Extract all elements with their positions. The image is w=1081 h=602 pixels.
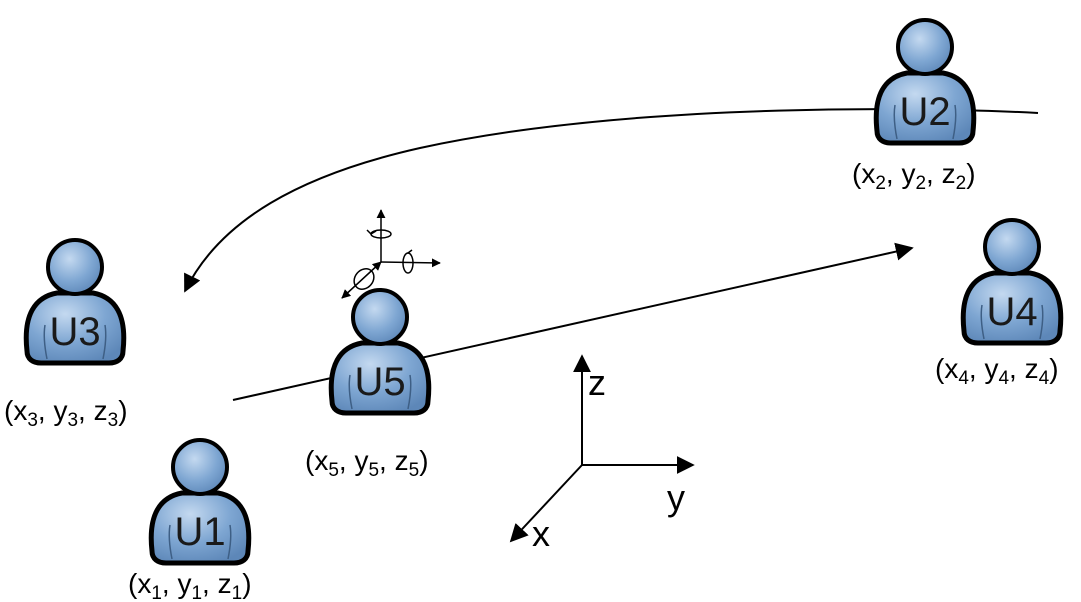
coord-label-u4: (x4, y4, z4) bbox=[935, 353, 1059, 389]
user-u4: U4 bbox=[963, 220, 1061, 343]
coord-label-u2: (x2, y2, z2) bbox=[852, 158, 976, 194]
user-label: U5 bbox=[354, 360, 405, 404]
coord-label-u5: (x5, y5, z5) bbox=[305, 445, 429, 481]
coord-label-u3: (x3, y3, z3) bbox=[4, 395, 128, 431]
user-u2: U2 bbox=[876, 20, 974, 143]
y-axis-label: y bbox=[667, 477, 685, 518]
orientation-axes-icon bbox=[341, 209, 441, 299]
coord-label-u1: (x1, y1, z1) bbox=[128, 568, 252, 602]
user-label: U4 bbox=[986, 290, 1037, 334]
user-u3: U3 bbox=[26, 240, 124, 363]
user-label: U2 bbox=[899, 90, 950, 134]
z-axis-label: z bbox=[588, 362, 606, 403]
user-u1: U1 bbox=[151, 440, 249, 563]
x-axis-label: x bbox=[532, 513, 550, 554]
user-label: U1 bbox=[174, 510, 225, 554]
user-u5: U5 bbox=[331, 290, 429, 413]
coordinate-axes: z y x bbox=[509, 354, 695, 554]
user-label: U3 bbox=[49, 310, 100, 354]
